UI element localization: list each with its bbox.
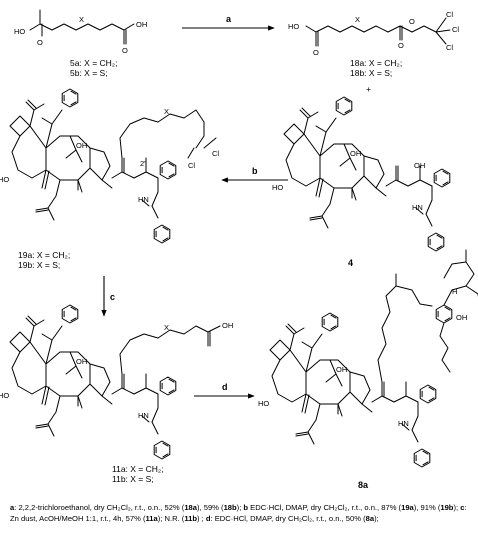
conditions-text: : EDC·HCl, DMAP, dry CH₂Cl₂, r.t., o.n.,… bbox=[210, 514, 366, 523]
compound-label-18a: 18a: X = CH₂; bbox=[350, 58, 402, 68]
x-linker-label: X bbox=[164, 323, 169, 332]
chlorine-label: Cl bbox=[446, 43, 453, 52]
compound-label-19a: 19a: X = CH₂; bbox=[18, 250, 70, 260]
hydroxyl-label: HO bbox=[0, 175, 9, 184]
amide-nh-label: HN bbox=[412, 203, 423, 212]
compound-ref: 18a bbox=[184, 503, 197, 512]
hydroxyl-label: OH bbox=[350, 149, 361, 158]
chlorine-label: Cl bbox=[212, 149, 219, 158]
compound-4-structure: HO OH OH HN bbox=[272, 97, 450, 251]
conditions-text: ); bbox=[236, 503, 244, 512]
ester-oxygen-label: O bbox=[409, 17, 415, 26]
hydroxyl-label: HO bbox=[14, 27, 25, 36]
x-linker-label: X bbox=[164, 107, 169, 116]
hydroxyl-label: HO bbox=[0, 391, 9, 400]
chlorine-label: Cl bbox=[188, 161, 195, 170]
step-key: d bbox=[205, 514, 211, 523]
step-a-label: a bbox=[226, 14, 232, 24]
compound-11-structure: X OH HO OH HN bbox=[0, 305, 233, 459]
step-key: b bbox=[243, 503, 249, 512]
compound-label-5b: 5b: X = S; bbox=[70, 68, 108, 78]
compound-ref: 19b bbox=[440, 503, 454, 512]
diacid-5-structure: HO OH O O X bbox=[14, 9, 147, 55]
amide-nh-label: HN bbox=[398, 419, 409, 428]
hydroxyl-label: OH bbox=[336, 365, 347, 374]
x-linker-label: X bbox=[79, 15, 84, 24]
amide-nh-label: HN bbox=[138, 411, 149, 420]
carbonyl-oxygen-label: O bbox=[313, 48, 319, 57]
conditions-text: EDC·HCl, DMAP, dry CH₂Cl₂, r.t., o.n., 8… bbox=[248, 503, 402, 512]
step-key: c bbox=[460, 503, 465, 512]
amide-nh-label: HN bbox=[138, 195, 149, 204]
hydroxyl-label: OH bbox=[76, 141, 87, 150]
compound-label-5a: 5a: X = CH₂; bbox=[70, 58, 117, 68]
conditions-text: ); N.R. ( bbox=[157, 514, 185, 523]
compound-label-11b: 11b: X = S; bbox=[112, 474, 154, 484]
compound-ref: 18b bbox=[223, 503, 237, 512]
position-label: 2' bbox=[140, 159, 146, 168]
chlorine-label: Cl bbox=[452, 25, 459, 34]
hydroxyl-label: HO bbox=[272, 183, 283, 192]
conditions-text: ); bbox=[453, 503, 461, 512]
hydroxyl-label: HO bbox=[258, 399, 269, 408]
monoester-18-structure: HO O O O X Cl Cl Cl bbox=[288, 10, 459, 57]
step-key: a bbox=[10, 503, 15, 512]
carbonyl-oxygen-label: O bbox=[398, 41, 404, 50]
conditions-text: ), 91% ( bbox=[413, 503, 441, 512]
methine-h-label: H bbox=[452, 287, 457, 296]
compound-label-8a: 8a bbox=[358, 480, 369, 490]
hydroxyl-label: OH bbox=[136, 20, 147, 29]
conditions-text: ), 59% ( bbox=[196, 503, 224, 512]
conditions-text: ); bbox=[374, 514, 379, 523]
x-linker-label: X bbox=[355, 15, 360, 24]
reaction-conditions-footnote: a: 2,2,2-trichloroethanol, dry CH₂Cl₂, r… bbox=[10, 502, 472, 524]
hydroxyl-label: OH bbox=[76, 357, 87, 366]
carbonyl-oxygen-label: O bbox=[122, 46, 128, 55]
step-c-label: c bbox=[110, 292, 115, 302]
plus-sign: + bbox=[366, 84, 371, 94]
compound-19-structure: X Cl Cl HO OH 2' HN bbox=[0, 89, 219, 243]
compound-ref: 8a bbox=[365, 514, 375, 523]
conditions-text: ) ; bbox=[197, 514, 206, 523]
compound-label-11a: 11a: X = CH₂; bbox=[112, 464, 164, 474]
step-b-label: b bbox=[252, 166, 258, 176]
hydroxyl-label: OH bbox=[414, 161, 425, 170]
compound-ref: 11b bbox=[184, 514, 197, 523]
carboxylic-oh-label: OH bbox=[222, 321, 233, 330]
compound-label-19b: 19b: X = S; bbox=[18, 260, 60, 270]
compound-8a-structure: H OH HO OH HN bbox=[258, 249, 478, 467]
carbonyl-oxygen-label: O bbox=[37, 38, 43, 47]
compound-ref: 11a bbox=[145, 514, 158, 523]
compound-ref: 19a bbox=[401, 503, 414, 512]
phenol-oh-label: OH bbox=[456, 313, 467, 322]
conditions-text: : Zn dust, AcOH/MeOH 1:1, r.t., 4h, 57% … bbox=[10, 503, 467, 523]
chlorine-label: Cl bbox=[446, 10, 453, 19]
compound-label-4: 4 bbox=[348, 258, 353, 268]
hydroxyl-label: HO bbox=[288, 22, 299, 31]
step-d-label: d bbox=[222, 382, 228, 392]
compound-label-18b: 18b: X = S; bbox=[350, 68, 392, 78]
conditions-text: : 2,2,2-trichloroethanol, dry CH₂Cl₂, r.… bbox=[14, 503, 185, 512]
